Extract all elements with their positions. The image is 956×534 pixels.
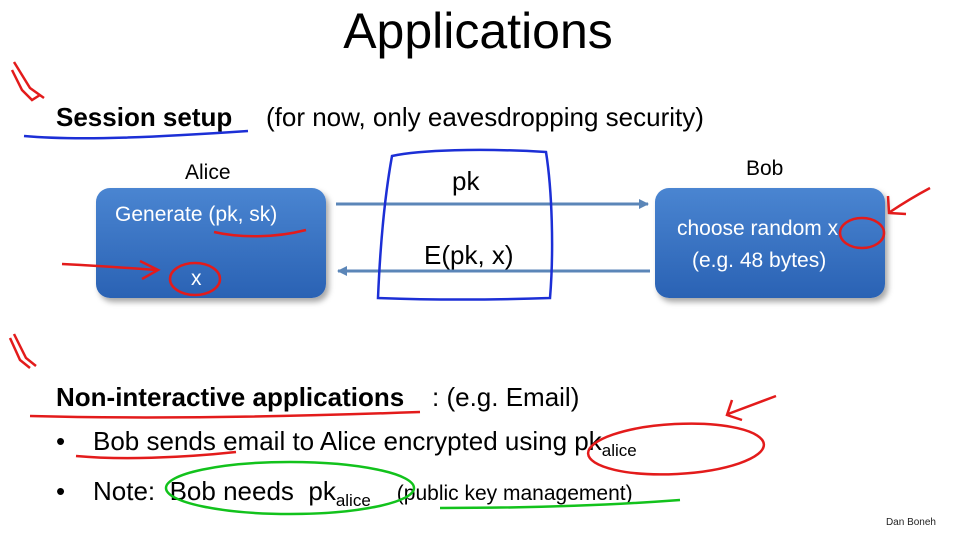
blue-ink-box [376,148,554,301]
slide-title: Applications [343,3,613,59]
red-arrow-to-pk-alice [725,394,777,422]
session-setup-heading: Session setup [56,102,233,132]
green-circle-bob-needs [164,460,416,516]
red-circle-pk-alice [586,422,766,476]
note-prefix: Note: [93,476,170,506]
red-circle-alice-x [168,261,222,297]
alice-generate-text: Generate (pk, sk) [115,203,278,226]
public-key-management-note: (public key management) [396,482,633,505]
red-arrow-to-bob-x [886,186,931,216]
red-arrow-to-x [61,259,161,281]
alice-secret-x: x [191,267,202,290]
alice-label: Alice [185,161,231,184]
red-check-mark-bottom [8,333,37,369]
subscript-alice: alice [601,441,637,460]
bullet-dot: • [56,476,66,506]
noninteractive-heading: Non-interactive applications [56,382,405,412]
message-encrypted-x: E(pk, x) [424,240,514,270]
red-underline-pk-sk [213,228,307,238]
subscript-alice: alice [335,491,371,510]
bob-choose-random-text: choose random x [677,217,839,240]
bob-box: choose random x (e.g. 48 bytes) [655,188,885,298]
bullet-text: Bob sends email to Alice encrypted using… [93,426,602,456]
noninteractive-example: : (e.g. Email) [432,382,580,412]
red-circle-bob-x [838,216,886,250]
message-pk: pk [452,166,480,196]
blue-ink-underline [23,129,249,140]
bullet-bob-sends-email: • Bob sends email to Alice encrypted usin… [56,424,637,460]
bullet-note: • Note: Bob needs pkalice (public key mana… [56,474,633,511]
author-footer: Dan Boneh [885,517,936,528]
alice-box: Generate (pk, sk) x [96,188,326,298]
bob-bytes-text: (e.g. 48 bytes) [692,249,827,272]
green-underline-key-management [439,498,681,510]
session-setup-note: (for now, only eavesdropping security) [266,102,704,132]
red-underline-bob-sends [75,450,237,460]
bullet-dot: • [56,426,66,456]
bob-label: Bob [746,157,784,180]
bullet-text: Bob needs pk [169,476,336,506]
red-underline-heading [29,410,421,419]
red-check-mark-top [10,61,45,102]
